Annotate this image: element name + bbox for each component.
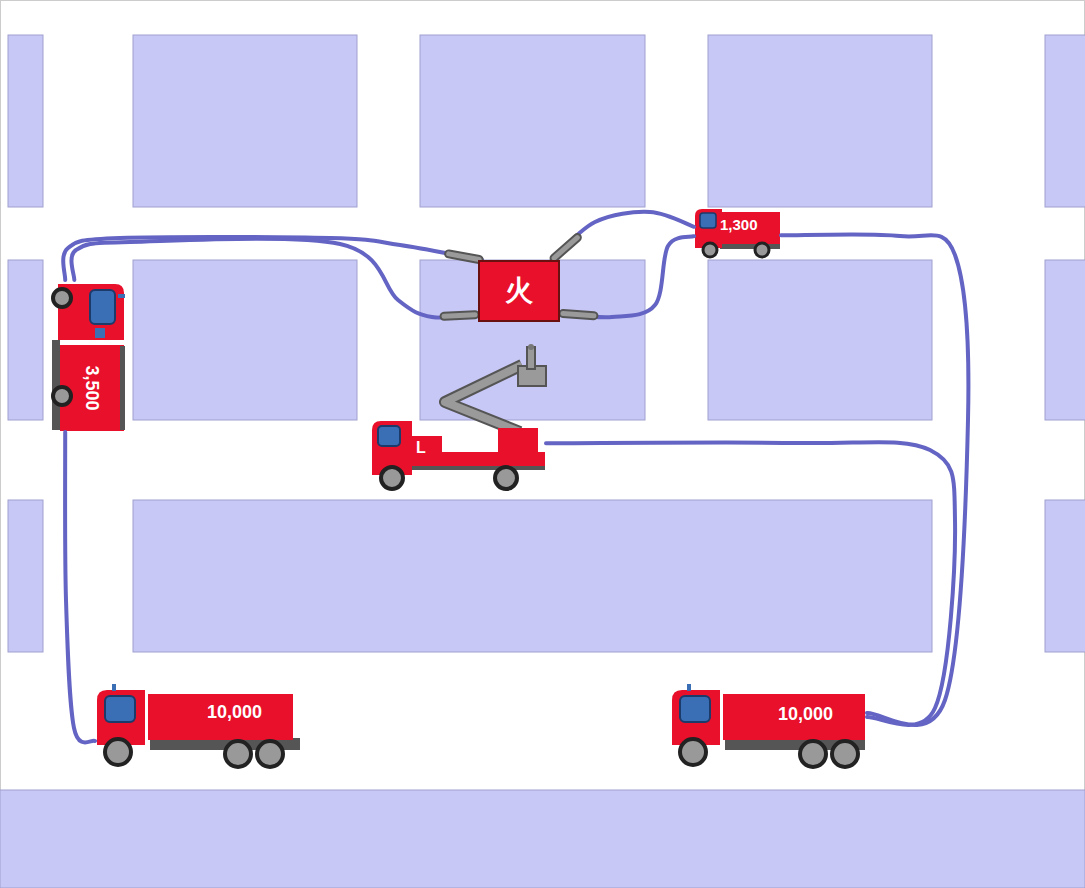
tanker-truck xyxy=(97,684,300,767)
hose-line xyxy=(71,239,478,318)
capacity-label: 3,500 xyxy=(83,365,101,410)
ladder-arm xyxy=(445,344,546,432)
pump-truck xyxy=(52,284,125,431)
pump-truck: 1,300 xyxy=(694,208,781,255)
hose-line xyxy=(781,234,968,725)
fire-hose xyxy=(71,239,478,318)
fire-hose xyxy=(781,234,968,725)
capacity-label: 10,000 xyxy=(207,703,262,721)
fire-hose xyxy=(560,236,694,317)
capacity-label: 10,000 xyxy=(778,705,833,723)
fire-box: 火 xyxy=(478,260,560,322)
tanker-truck: 10,000 xyxy=(670,685,867,765)
fire-symbol: 火 xyxy=(505,277,533,305)
pump-truck: 3,500 xyxy=(50,280,126,432)
tanker-truck xyxy=(672,684,865,767)
nozzle xyxy=(449,254,479,260)
hose-line xyxy=(552,212,694,260)
ladder-truck xyxy=(372,421,545,489)
nozzle xyxy=(554,238,577,258)
nozzle xyxy=(444,315,475,317)
tanker-truck: 10,000 xyxy=(95,685,302,765)
hose-line xyxy=(546,442,955,725)
nozzle xyxy=(563,314,594,316)
fire-hose xyxy=(552,212,694,260)
fire-hose xyxy=(546,442,955,725)
fire-hose xyxy=(65,432,95,742)
ladder-truck: L xyxy=(368,418,546,490)
hose-line xyxy=(560,236,694,317)
capacity-label: L xyxy=(416,440,426,456)
nozzle xyxy=(449,254,479,260)
pump-truck xyxy=(695,209,780,257)
nozzle xyxy=(563,314,594,316)
nozzle xyxy=(444,315,475,317)
capacity-label: 1,300 xyxy=(720,217,758,232)
hose-line xyxy=(65,432,95,742)
nozzle xyxy=(554,238,577,258)
